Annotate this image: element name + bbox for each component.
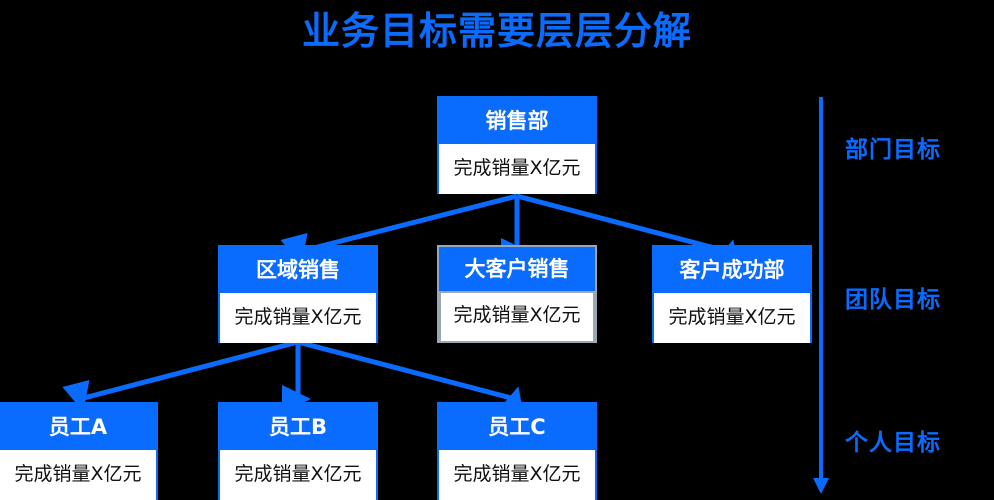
node-header: 员工A — [0, 404, 156, 450]
node-body: 完成销量X亿元 — [439, 450, 595, 500]
node-body: 完成销量X亿元 — [439, 293, 595, 343]
side-label-individual-goal: 个人目标 — [845, 430, 941, 456]
side-label-team-goal: 团队目标 — [845, 287, 941, 313]
node-header: 销售部 — [439, 98, 595, 144]
node-body: 完成销量X亿元 — [220, 450, 376, 500]
node-regional-sales[interactable]: 区域销售 完成销量X亿元 — [218, 245, 378, 343]
node-header: 大客户销售 — [439, 247, 595, 293]
node-body: 完成销量X亿元 — [654, 293, 810, 343]
node-header: 区域销售 — [220, 247, 376, 293]
node-key-account-sales[interactable]: 大客户销售 完成销量X亿元 — [437, 245, 597, 343]
node-body: 完成销量X亿元 — [439, 144, 595, 194]
node-employee-c[interactable]: 员工C 完成销量X亿元 — [437, 402, 597, 500]
node-sales-department[interactable]: 销售部 完成销量X亿元 — [437, 96, 597, 194]
node-body: 完成销量X亿元 — [220, 293, 376, 343]
side-label-department-goal: 部门目标 — [845, 137, 941, 163]
node-customer-success-department[interactable]: 客户成功部 完成销量X亿元 — [652, 245, 812, 343]
page-title: 业务目标需要层层分解 — [301, 9, 692, 53]
node-employee-b[interactable]: 员工B 完成销量X亿元 — [218, 402, 378, 500]
node-header: 员工C — [439, 404, 595, 450]
node-header: 客户成功部 — [654, 247, 810, 293]
node-employee-a[interactable]: 员工A 完成销量X亿元 — [0, 402, 158, 500]
level-axis-arrow — [813, 97, 829, 494]
connector-group-level1 — [280, 193, 740, 272]
node-body: 完成销量X亿元 — [0, 450, 156, 500]
connector-group-level2 — [62, 339, 525, 419]
node-header: 员工B — [220, 404, 376, 450]
